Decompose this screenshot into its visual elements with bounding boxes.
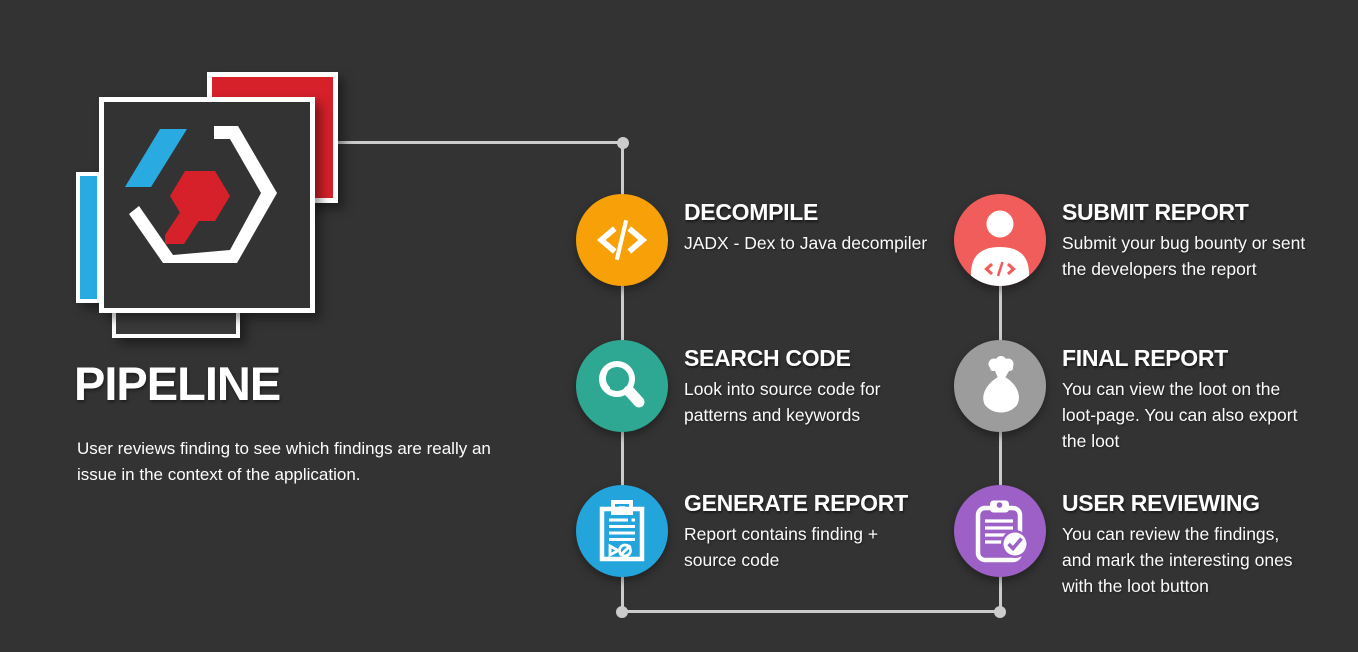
step-submit-report: SUBMIT REPORT Submit your bug bounty or … — [954, 194, 1352, 286]
connector-dot-bottom-right — [994, 606, 1006, 618]
step-decompile: DECOMPILE JADX - Dex to Java decompiler — [576, 194, 974, 286]
step-description: Report contains finding + source code — [684, 524, 879, 570]
step-final-report: FINAL REPORT You can view the loot on th… — [954, 340, 1352, 454]
connector-dot-bottom-left — [616, 606, 628, 618]
final-report-badge — [954, 340, 1046, 432]
logo-front-square — [99, 97, 315, 313]
step-user-reviewing: USER REVIEWING You can review the findin… — [954, 485, 1352, 599]
submit-report-badge — [954, 194, 1046, 286]
step-title: SUBMIT REPORT — [1062, 199, 1249, 225]
step-description: You can view the loot on the loot-page. … — [1062, 379, 1298, 451]
logo-bottom-square — [112, 308, 240, 338]
step-description: Look into source code for patterns and k… — [684, 379, 881, 425]
step-title: USER REVIEWING — [1062, 490, 1260, 516]
step-search-code: SEARCH CODE Look into source code for pa… — [576, 340, 974, 432]
decompile-badge — [576, 194, 668, 286]
search-code-badge — [576, 340, 668, 432]
hexagon-code-logo-icon — [125, 126, 277, 263]
app-logo — [60, 60, 365, 355]
connector-top-horizontal — [338, 141, 624, 144]
step-description: Submit your bug bounty or sent the devel… — [1062, 233, 1306, 279]
search-icon — [599, 361, 645, 408]
connector-bottom-horizontal — [622, 610, 1001, 613]
generate-report-badge — [576, 485, 668, 577]
person-code-icon — [971, 205, 1029, 286]
user-reviewing-badge — [954, 485, 1046, 577]
page-title: PIPELINE — [74, 357, 281, 410]
logo-cyan-square — [76, 172, 101, 303]
report-clipboard-icon — [599, 500, 645, 562]
step-description: JADX - Dex to Java decompiler — [684, 233, 928, 253]
step-generate-report: GENERATE REPORT Report contains finding … — [576, 485, 974, 577]
clipboard-check-icon — [975, 500, 1029, 563]
step-title: GENERATE REPORT — [684, 490, 908, 516]
step-title: FINAL REPORT — [1062, 345, 1228, 371]
page-description: User reviews finding to see which findin… — [77, 439, 491, 484]
connector-dot-top — [617, 137, 629, 149]
step-title: SEARCH CODE — [684, 345, 851, 371]
step-description: You can review the findings, and mark th… — [1062, 524, 1293, 596]
code-icon — [596, 219, 648, 261]
loot-bag-icon — [983, 356, 1019, 413]
step-title: DECOMPILE — [684, 199, 819, 225]
